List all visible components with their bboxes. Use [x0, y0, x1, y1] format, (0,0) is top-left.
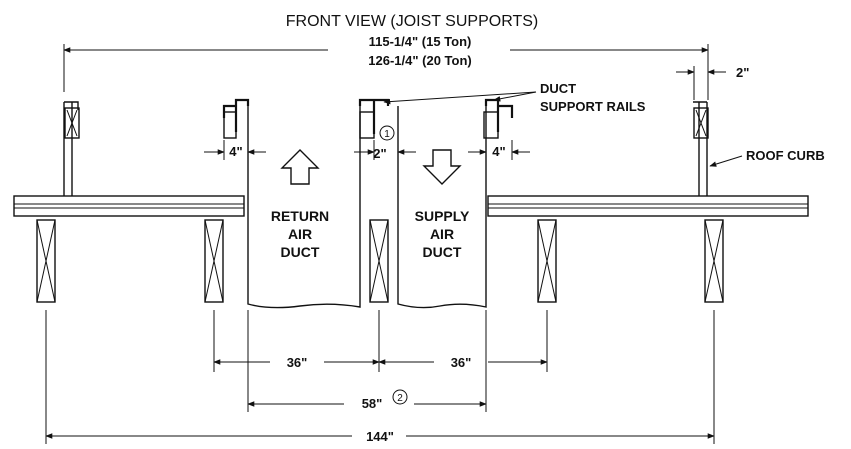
total-span-dimension: 144" [45, 310, 715, 444]
roof-curb-callout: ROOF CURB [709, 148, 825, 167]
down-arrow-icon [422, 149, 462, 185]
joist-1 [36, 219, 56, 303]
note-2-marker [392, 389, 408, 405]
duct-support-rail-left [222, 98, 250, 139]
note-2-number: 2 [397, 393, 403, 404]
return-air-duct: RETURN AIR DUCT [247, 106, 361, 309]
curb-width-label: 2" [736, 65, 749, 80]
joist-2 [204, 219, 224, 303]
duct-rails-label-line1: DUCT [540, 81, 576, 96]
overall-width-20-ton: 126-1/4" (20 Ton) [368, 53, 471, 68]
duct-rails-label-line2: SUPPORT RAILS [540, 99, 646, 114]
right-roof-curb [693, 101, 709, 196]
up-arrow-icon [280, 149, 320, 185]
rail-spacing-dimensions: 4" 2" 1 4" [204, 125, 530, 161]
left-roof-deck [13, 195, 245, 217]
rail-left-spacing: 4" [229, 144, 242, 159]
duct-support-rail-right [483, 98, 514, 139]
joist-spacing-dimensions: 36" 36" [213, 310, 548, 372]
supply-duct-label-1: SUPPLY [415, 208, 470, 224]
overall-width-dimension: 115-1/4" (15 Ton) 126-1/4" (20 Ton) [63, 34, 709, 92]
joist-spacing-left: 36" [287, 355, 308, 370]
right-roof-deck [487, 195, 809, 217]
return-duct-label-2: AIR [288, 226, 312, 242]
duct-support-rails-callout: DUCT SUPPORT RAILS [383, 81, 646, 114]
note-1-number: 1 [384, 129, 390, 140]
supply-duct-label-2: AIR [430, 226, 454, 242]
left-roof-curb [63, 101, 80, 196]
joist-spacing-right: 36" [451, 355, 472, 370]
diagram-title: FRONT VIEW (JOIST SUPPORTS) [286, 13, 538, 30]
overall-width-15-ton: 115-1/4" (15 Ton) [369, 34, 472, 49]
duct-span-dimension: 58" 2 [247, 310, 487, 412]
return-duct-label-1: RETURN [271, 208, 329, 224]
supply-duct-label-3: DUCT [423, 244, 462, 260]
roof-curb-label: ROOF CURB [746, 148, 825, 163]
joists [36, 219, 724, 303]
joist-3 [369, 219, 389, 303]
curb-width-dimension: 2" [676, 65, 749, 100]
total-span-label: 144" [366, 429, 394, 444]
rail-right-spacing: 4" [492, 144, 505, 159]
joist-4 [537, 219, 557, 303]
rail-center-spacing: 2" [373, 146, 386, 161]
joist-5 [704, 219, 724, 303]
supply-air-duct: SUPPLY AIR DUCT [397, 106, 487, 309]
duct-span-label: 58" [362, 396, 383, 411]
return-duct-label-3: DUCT [281, 244, 320, 260]
note-1-marker [379, 125, 395, 141]
